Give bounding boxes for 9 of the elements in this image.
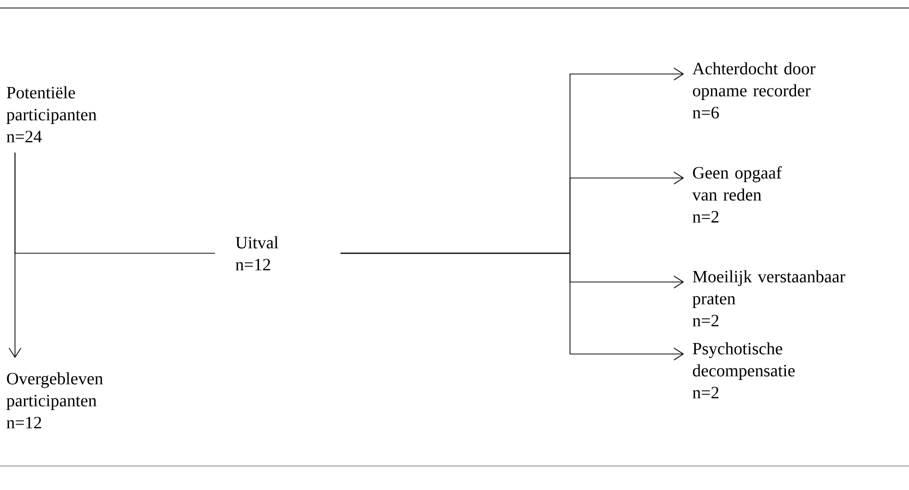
group-label: Uitval n=12 — [236, 236, 278, 270]
group-label: Psychotische decompensatie n=2 — [692, 342, 795, 398]
group-label: Moeilijk verstaanbaar praten n=2 — [692, 270, 846, 326]
group-label: Overgebleven participanten n=12 — [6, 372, 103, 428]
group-label: Geen opgaaf van reden n=2 — [692, 166, 782, 222]
connector-line — [14, 152, 216, 254]
group-label: Achterdocht door opname recorder n=6 — [692, 62, 816, 118]
group-label: Potentiële participanten n=24 — [6, 86, 96, 142]
arrow — [340, 252, 684, 360]
